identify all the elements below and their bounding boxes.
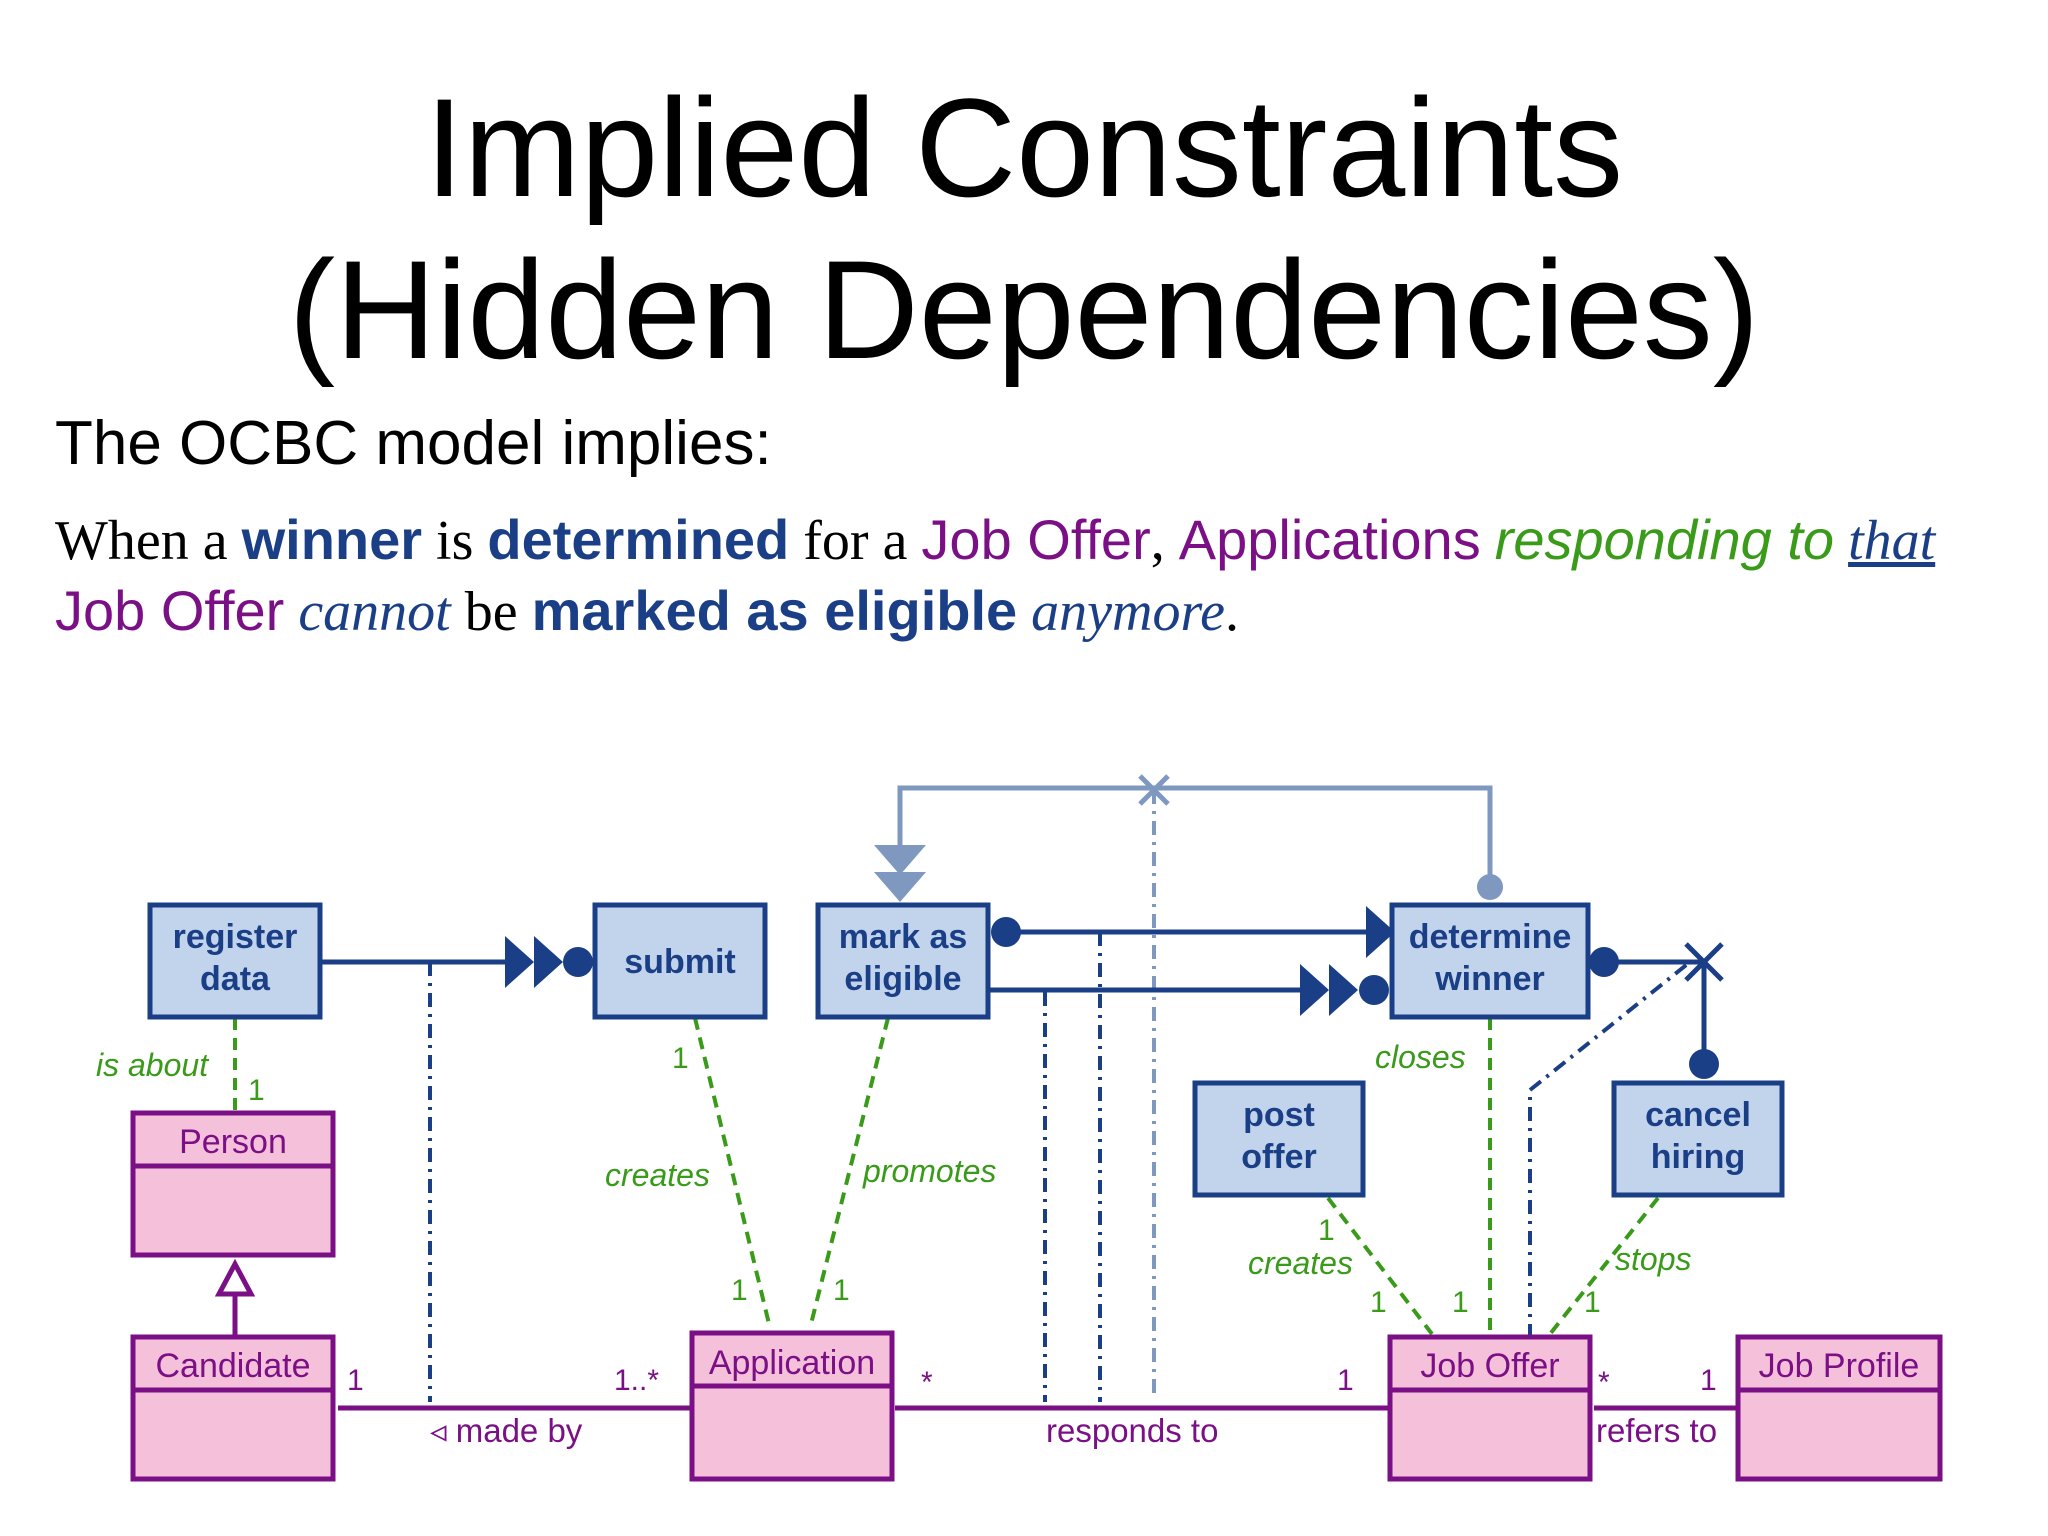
hidden-constraint-arrowhead — [874, 872, 926, 902]
class-job-offer: Job Offer — [1387, 1334, 1593, 1482]
multiplicity-label: 1 — [248, 1074, 265, 1107]
relation-label-creates: creates — [1248, 1245, 1353, 1281]
sentence-text: for a — [789, 510, 922, 572]
multiplicity-label: 1 — [1700, 1364, 1717, 1397]
relation-line-creates — [693, 1017, 772, 1329]
relation-label-creates: creates — [605, 1157, 710, 1193]
activity-constraints — [320, 906, 1724, 1079]
activity-post-offer: post offer — [1192, 1080, 1366, 1198]
constraint-sentence: When a winner is determined for a Job Of… — [55, 505, 2015, 647]
activity-label: determine — [1409, 918, 1572, 956]
constraint-arrowhead — [1366, 906, 1395, 958]
multiplicity-label: 1 — [1337, 1364, 1354, 1397]
multiplicity-label: 1 — [833, 1274, 850, 1307]
class-label: Person — [179, 1123, 287, 1161]
slide-subtitle: The OCBC model implies: — [55, 409, 772, 478]
activity-cancel-hiring: cancel hiring — [1611, 1080, 1785, 1198]
hidden-constraint-arrowhead — [874, 845, 926, 875]
sentence-class: Job Offer — [55, 579, 285, 642]
not-coexistence-cross-icon — [1684, 942, 1724, 982]
sentence-text: When a — [55, 510, 242, 572]
class-application: Application — [689, 1330, 895, 1482]
activity-label: offer — [1241, 1138, 1317, 1176]
sentence-modifier: anymore — [1031, 581, 1226, 643]
sentence-text: . — [1225, 581, 1240, 643]
multiplicity-label: 1 — [731, 1274, 748, 1307]
constraint-arrowhead — [505, 936, 534, 988]
class-label: Candidate — [155, 1347, 310, 1385]
hidden-dependency — [874, 774, 1503, 1398]
sentence-text: , — [1150, 510, 1179, 572]
activity-label: register — [173, 918, 298, 956]
activity-label: hiring — [1651, 1138, 1745, 1176]
activity-label: winner — [1434, 960, 1545, 998]
slide-title-line-1: Implied Constraints — [424, 69, 1624, 226]
sentence-class: Applications — [1178, 508, 1481, 571]
class-label: Application — [709, 1344, 875, 1382]
sentence-activity: determined — [487, 508, 790, 571]
sentence-text: be — [450, 581, 532, 643]
activity-submit: submit — [592, 902, 768, 1020]
class-candidate: Candidate — [130, 1334, 336, 1482]
sentence-class: Job Offer — [921, 508, 1151, 571]
association-label-refers-to: refers to — [1596, 1412, 1717, 1449]
class-job-profile: Job Profile — [1735, 1334, 1943, 1482]
activity-label: mark as — [839, 918, 968, 956]
relation-label-is-about: is about — [96, 1047, 209, 1083]
multiplicity-label: * — [1598, 1366, 1610, 1399]
activity-label: eligible — [844, 960, 961, 998]
class-label: Job Profile — [1759, 1347, 1920, 1385]
multiplicity-label: 1 — [672, 1042, 689, 1075]
class-associations — [214, 1258, 1738, 1411]
relation-line-creates — [1326, 1196, 1434, 1336]
hidden-constraint-source-dot — [1477, 874, 1503, 900]
constraint-arrowhead — [1300, 964, 1329, 1016]
activity-label: cancel — [1645, 1096, 1751, 1134]
activity-label: post — [1243, 1096, 1315, 1134]
coreference-line — [1528, 960, 1692, 1338]
multiplicity-label: 1 — [1318, 1214, 1335, 1247]
sentence-modifier: that — [1848, 510, 1936, 572]
relation-line-stops — [1548, 1196, 1660, 1336]
sentence-modifier: cannot — [298, 581, 451, 643]
activity-determine-winner: determine winner — [1389, 902, 1591, 1020]
constraint-arrowhead — [1329, 964, 1358, 1016]
constraint-target-dot — [563, 947, 593, 977]
association-label-made-by: ◃ made by — [430, 1412, 583, 1449]
activity-mark-as-eligible: mark as eligible — [815, 902, 991, 1020]
generalization-arrowhead — [214, 1258, 256, 1297]
sentence-activity: marked as eligible — [531, 579, 1018, 642]
sentence-relation: responding to — [1494, 508, 1835, 571]
coreference-lines — [428, 932, 1692, 1402]
relation-line-promotes — [808, 1017, 890, 1329]
multiplicity-label: 1 — [1584, 1286, 1601, 1319]
multiplicity-label: 1 — [1370, 1286, 1387, 1319]
sentence-text: is — [422, 510, 488, 572]
association-label-responds-to: responds to — [1046, 1412, 1218, 1449]
multiplicity-label: 1..* — [614, 1364, 659, 1397]
multiplicity-label: 1 — [1452, 1286, 1469, 1319]
sentence-activity: winner — [241, 508, 423, 571]
constraint-target-dot — [1359, 975, 1389, 1005]
hidden-constraint-line — [897, 785, 1493, 877]
constraint-target-dot — [1689, 1049, 1719, 1079]
activity-label: submit — [624, 943, 735, 981]
constraint-arrowhead — [534, 936, 563, 988]
relation-label-promotes: promotes — [862, 1153, 996, 1189]
relation-label-closes: closes — [1375, 1039, 1466, 1075]
slide-title-line-2: (Hidden Dependencies) — [288, 231, 1760, 388]
activity-label: data — [200, 960, 271, 998]
relation-label-stops: stops — [1615, 1241, 1691, 1277]
class-person: Person — [130, 1110, 336, 1258]
activity-register-data: register data — [147, 902, 323, 1020]
multiplicity-label: 1 — [347, 1364, 364, 1397]
multiplicity-label: * — [921, 1366, 933, 1399]
class-label: Job Offer — [1420, 1347, 1559, 1385]
activity-class-relations — [233, 1017, 1660, 1336]
